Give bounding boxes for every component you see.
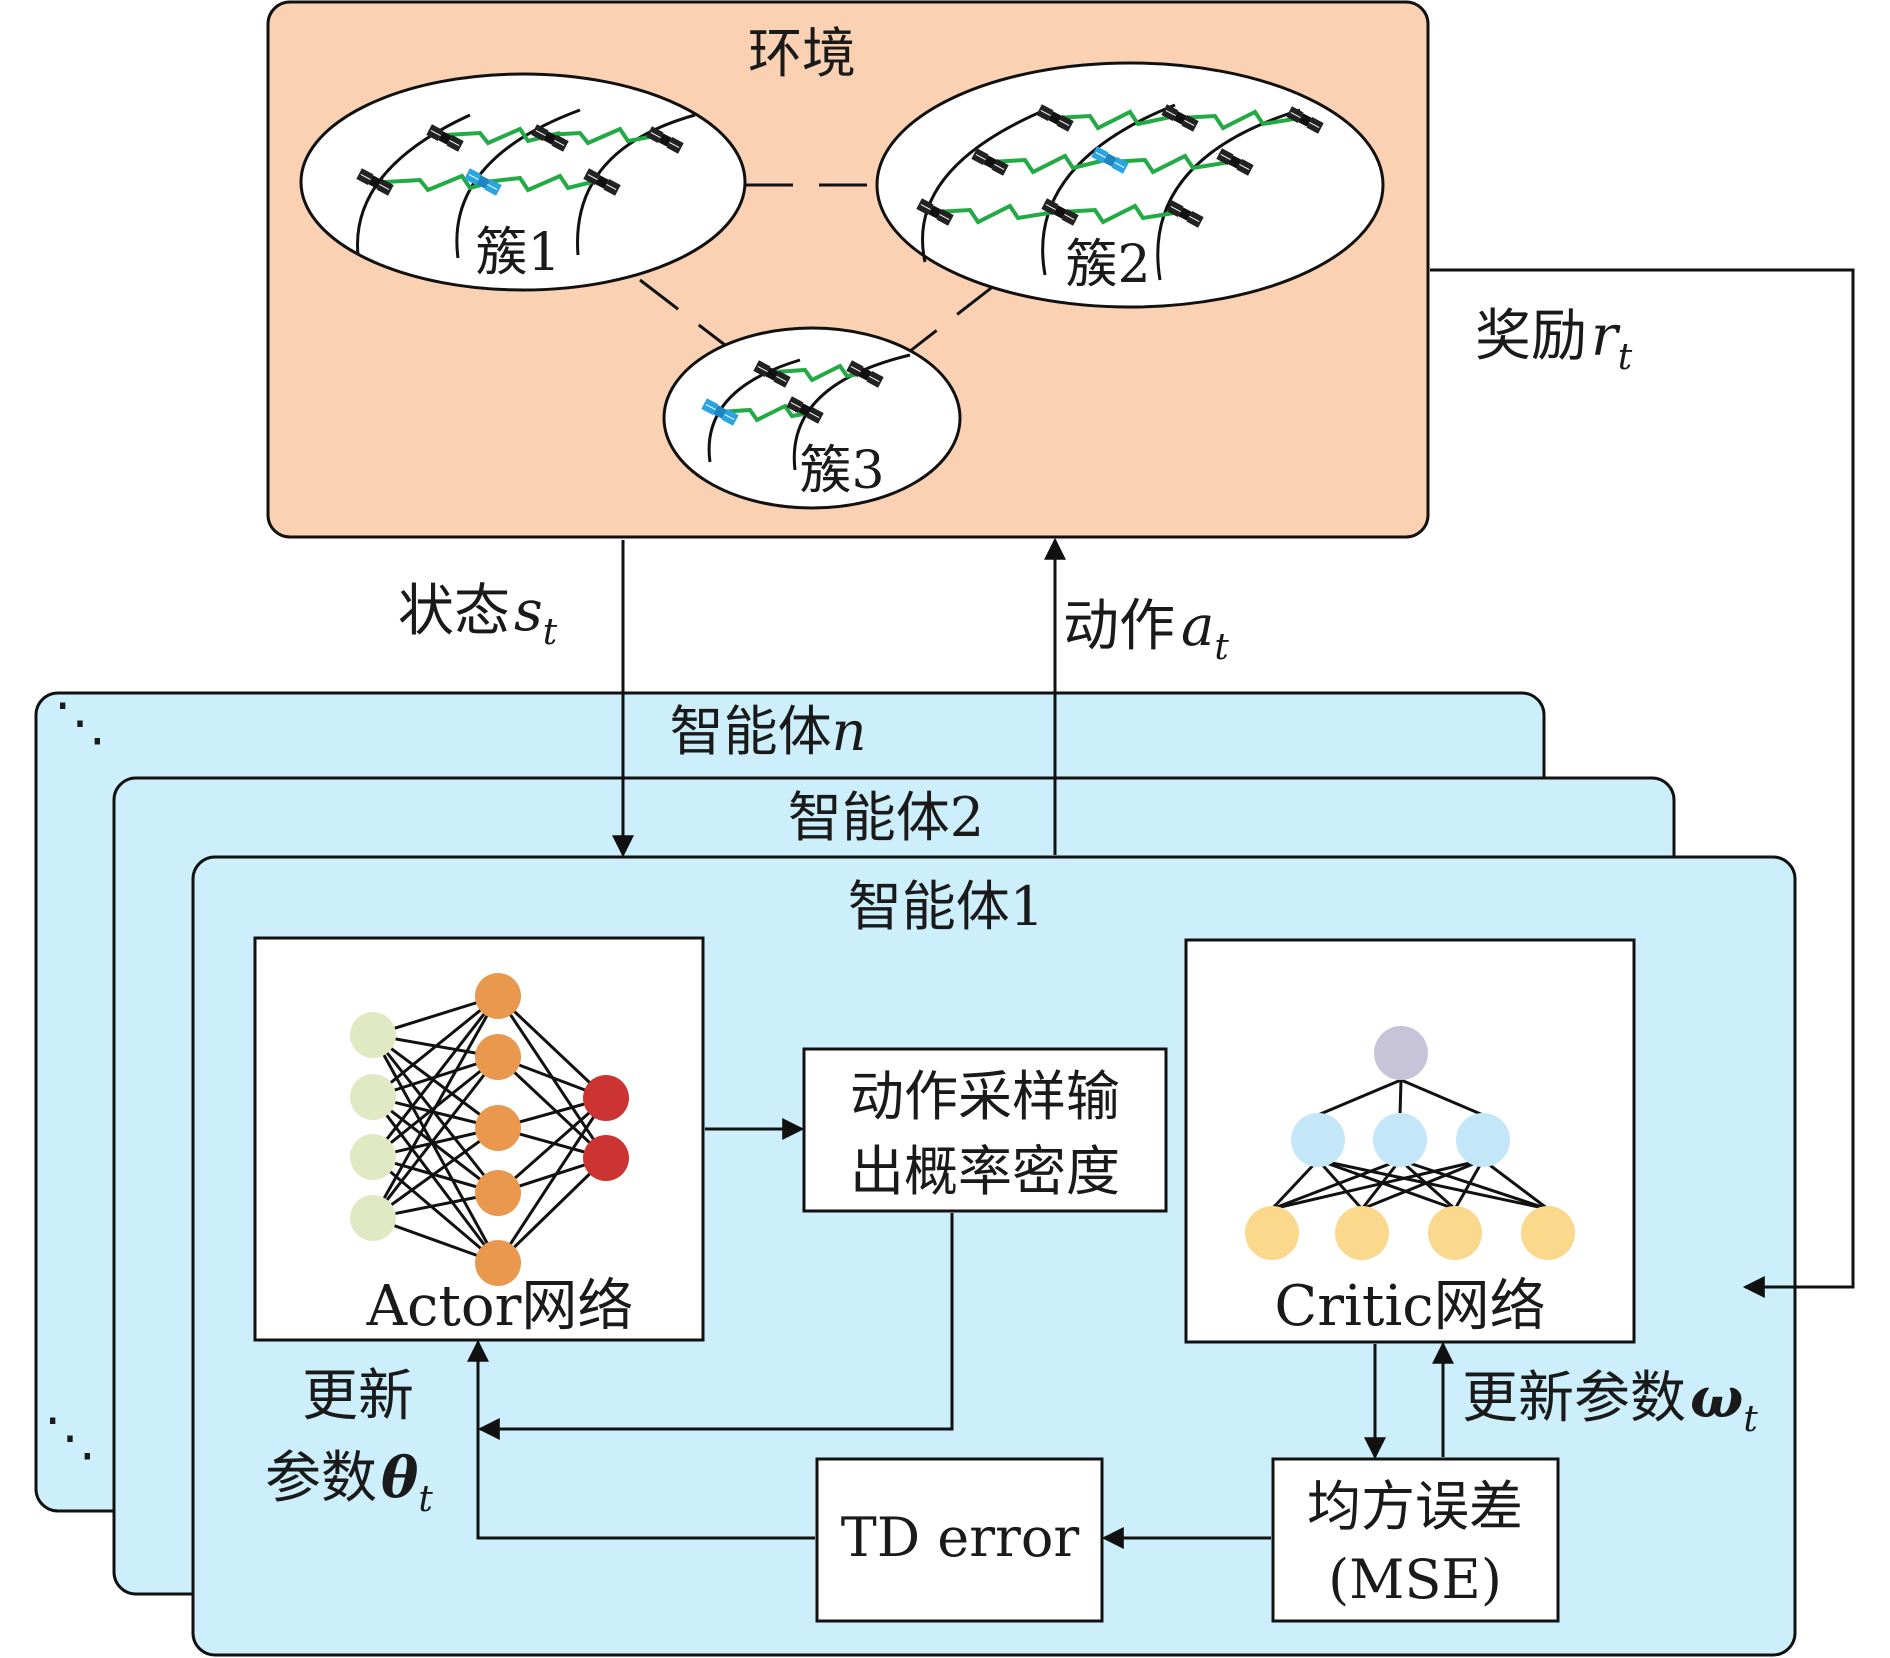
action-sampler-line2: 出概率密度 [850, 1140, 1120, 1203]
critic-hidden-node [1291, 1113, 1345, 1167]
actor-edge [496, 1097, 608, 1264]
critic-edge [1317, 1158, 1549, 1211]
critic-hidden-node [1373, 1113, 1427, 1167]
actor-hidden-node [475, 973, 521, 1019]
actor-edge [496, 1156, 608, 1265]
cluster-2: 簇2 [875, 61, 1385, 309]
state-label: 状态st [398, 579, 558, 653]
actor-update-line1: 更新 [302, 1364, 414, 1429]
critic-edge [1482, 1158, 1549, 1211]
mse-line1: 均方误差 [1307, 1475, 1523, 1538]
critic-update-label: 更新参数ωt [1462, 1365, 1758, 1440]
critic-network-nodes [1245, 1026, 1575, 1260]
arrows [467, 268, 1855, 1549]
actor-network-box: Actor网络 [253, 936, 705, 1342]
critic-edge [1361, 1158, 1484, 1211]
critic-network-box: Critic网络 [1184, 938, 1636, 1344]
critic-network-label: Critic网络 [1274, 1274, 1545, 1339]
mse-line2: (MSE) [1328, 1548, 1502, 1611]
actor-hidden-node [475, 1034, 521, 1080]
cluster-links [639, 183, 996, 357]
agent-n-title: 智能体n [670, 700, 867, 763]
actor-edge [372, 1126, 499, 1220]
reward-arrow [1430, 268, 1855, 1298]
cluster-1-label: 簇1 [475, 223, 560, 283]
critic-network-edges [1270, 1053, 1549, 1211]
cluster-3: 簇3 [662, 326, 962, 510]
critic-hidden-node [1456, 1113, 1510, 1167]
cluster-2-links [934, 109, 1301, 225]
actor-hidden-node [475, 1170, 521, 1216]
critic-edge [1453, 1159, 1485, 1210]
cluster-3-links [719, 363, 871, 423]
cluster-1: 簇1 [299, 72, 747, 292]
critic-input-node [1335, 1206, 1389, 1260]
actor-edge [371, 1096, 500, 1264]
critic-edge [1398, 1079, 1403, 1116]
cluster-2-label: 簇2 [1065, 235, 1150, 295]
actor-network-nodes [350, 973, 629, 1286]
agent-ellipsis-bottom: ⋱ [44, 1408, 96, 1468]
actor-edge [496, 1055, 608, 1160]
actor-input-node [350, 1012, 396, 1058]
critic-edge [1400, 1078, 1484, 1117]
action-sampler-line1: 动作采样输 [850, 1065, 1120, 1128]
actor-edge [496, 994, 608, 1100]
actor-edge [371, 1034, 500, 1264]
actor-input-node [350, 1195, 396, 1241]
reward-label: 奖励rt [1475, 304, 1633, 378]
critic-input-node [1245, 1206, 1299, 1260]
actor-hidden-node [475, 1105, 521, 1151]
critic-edge [1270, 1158, 1320, 1211]
td-error-box: TD error [815, 1457, 1104, 1623]
sampler-feedback-arrow [477, 1213, 954, 1440]
agent-ellipsis-top: ⋱ [54, 693, 106, 753]
cluster-3-label: 簇3 [799, 441, 884, 501]
critic-output-node [1374, 1026, 1428, 1080]
critic-edge [1399, 1158, 1549, 1211]
actor-output-node [583, 1075, 629, 1121]
actor-edge [497, 1096, 607, 1195]
actor-input-node [350, 1074, 396, 1120]
actor-hidden-node [475, 1240, 521, 1286]
critic-input-node [1521, 1206, 1575, 1260]
mse-box: 均方误差 (MSE) [1271, 1457, 1560, 1623]
td-to-actor-arrow [467, 1339, 815, 1540]
actor-edge [372, 1033, 499, 1130]
critic-edge [1271, 1158, 1484, 1211]
actor-network-label: Actor网络 [366, 1274, 634, 1339]
actor-output-node [583, 1135, 629, 1181]
actor-edge [372, 994, 499, 1099]
critic-edge [1317, 1158, 1456, 1211]
actor-update-line2: 参数θt [265, 1445, 433, 1520]
actor-edge [372, 1155, 499, 1265]
actor-edge [371, 995, 500, 1219]
critic-edge [1317, 1078, 1402, 1117]
cluster-1-links [384, 126, 661, 193]
actor-edge [371, 995, 500, 1158]
environment-title: 环境 [748, 22, 856, 85]
agent-2-title: 智能体2 [788, 786, 984, 849]
action-sampler-box: 动作采样输 出概率密度 [802, 1047, 1168, 1213]
critic-input-node [1428, 1206, 1482, 1260]
td-error-label: TD error [841, 1506, 1080, 1569]
actor-input-node [350, 1134, 396, 1180]
critic-edge [1271, 1158, 1401, 1211]
critic-edge [1399, 1158, 1456, 1211]
agent-1-title: 智能体1 [848, 875, 1044, 938]
actor-edge [371, 1056, 500, 1219]
actor-edge [372, 1095, 499, 1195]
